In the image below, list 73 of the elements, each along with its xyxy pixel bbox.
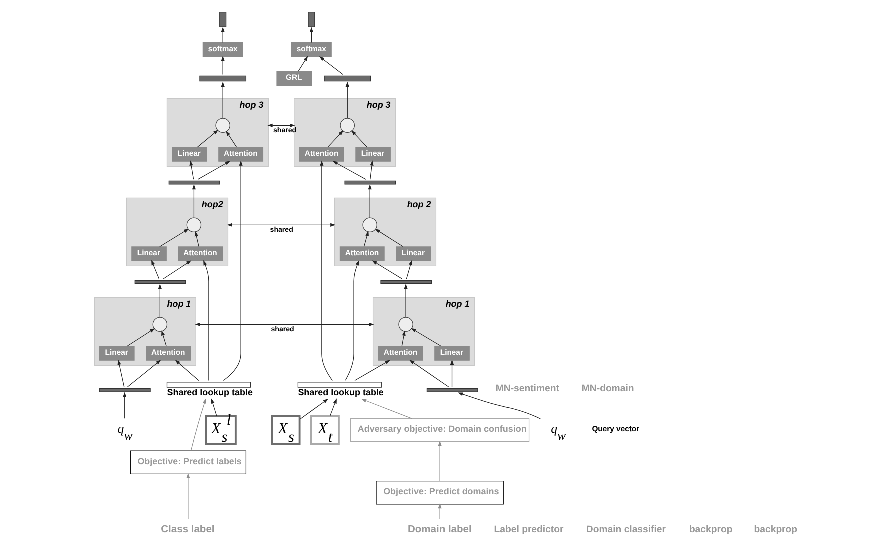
node-label: Shared lookup table	[298, 387, 384, 398]
arrow	[310, 27, 314, 44]
arrow	[123, 392, 127, 419]
arrow	[198, 161, 231, 180]
arrow	[402, 330, 406, 347]
arrow	[458, 392, 542, 420]
arrow	[227, 223, 336, 227]
arrow	[204, 260, 210, 382]
arrow	[226, 130, 238, 148]
arrow	[411, 328, 442, 347]
node-circle	[152, 317, 168, 332]
arrow	[195, 322, 374, 326]
arrow	[361, 399, 412, 419]
arrow	[375, 228, 404, 248]
arrow	[192, 184, 196, 218]
arrow	[194, 231, 200, 248]
arrow	[346, 82, 350, 119]
arrow	[410, 360, 450, 388]
arrow	[406, 260, 412, 280]
arrow	[158, 284, 162, 318]
arrow	[328, 130, 344, 148]
node-circle	[362, 218, 378, 233]
arrow	[175, 360, 200, 382]
arrow	[118, 360, 125, 388]
arrow	[354, 360, 390, 382]
arrow	[190, 398, 206, 452]
arrow	[330, 398, 337, 417]
node-circle	[398, 317, 414, 332]
arrow	[298, 56, 308, 72]
arrow	[221, 27, 225, 44]
arrow	[319, 56, 344, 76]
label: backprop	[754, 524, 798, 536]
label: MN-sentiment	[496, 384, 560, 395]
arrow	[364, 231, 369, 248]
node-circle	[216, 118, 230, 134]
arrow	[221, 82, 225, 119]
arrow	[127, 360, 162, 388]
node-box: Adversary objective: Domain confusion	[350, 418, 530, 442]
label: MN-domain	[582, 384, 634, 395]
arrow	[223, 160, 243, 382]
arrow	[160, 228, 190, 248]
arrow	[404, 284, 408, 318]
arrow	[332, 161, 366, 180]
arrow	[152, 260, 160, 280]
arrow	[127, 328, 156, 347]
arrow	[190, 160, 194, 180]
label: Domain classifier	[586, 524, 666, 536]
arrow	[300, 398, 329, 420]
arrow	[162, 330, 167, 347]
arrow	[163, 260, 192, 280]
arrow	[221, 56, 225, 76]
arrow	[320, 160, 333, 382]
arrow	[372, 260, 403, 280]
node-text: Domain label	[408, 524, 472, 536]
arrow	[211, 398, 218, 417]
arrow	[352, 130, 368, 148]
arrow	[438, 441, 442, 482]
node-circle	[340, 118, 355, 134]
label: backprop	[689, 524, 733, 536]
node-box: Objective: Predict domains	[376, 480, 504, 505]
arrow	[370, 160, 374, 180]
node-box: Objective: Predict labels	[130, 450, 247, 475]
arrow	[345, 260, 360, 381]
node-circle	[186, 218, 202, 233]
arrow	[197, 130, 219, 148]
arrow	[268, 124, 296, 128]
arrow	[186, 473, 190, 520]
node-label: Shared lookup table	[167, 387, 253, 398]
arrow	[450, 360, 454, 388]
label: Label predictor	[494, 524, 564, 536]
arrow	[368, 184, 372, 218]
node-text: Class label	[161, 524, 215, 536]
arrow	[438, 503, 442, 520]
